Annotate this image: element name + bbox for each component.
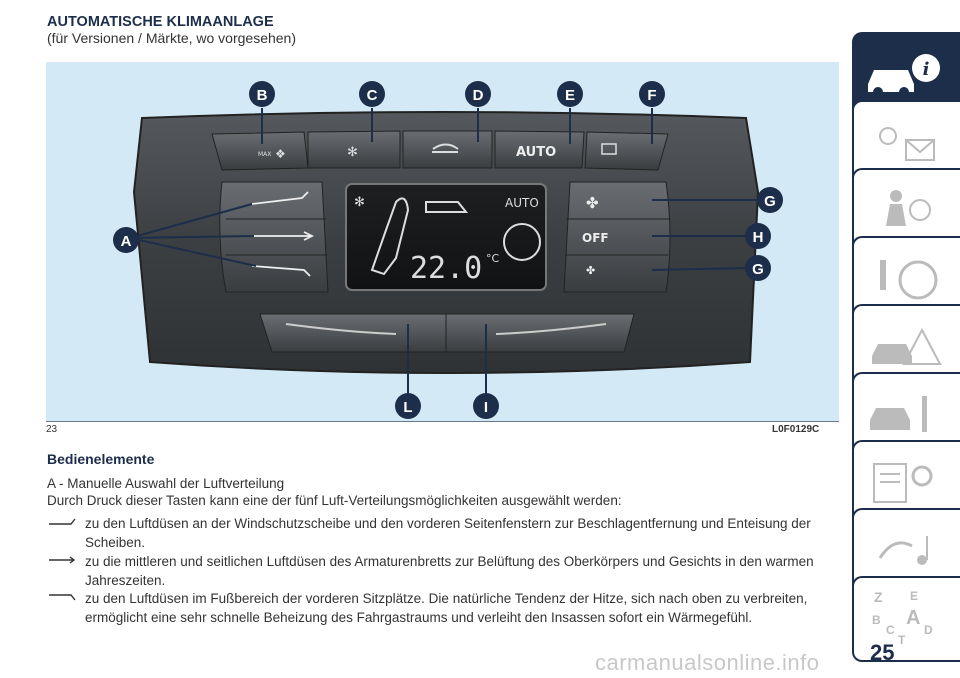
callout-i: I (484, 399, 488, 416)
max-defrost-icon: ❖ (275, 147, 286, 161)
footwell-arrow-icon (251, 265, 311, 277)
auto-button (494, 130, 585, 169)
alphabetical-index-icon: Z E B A C D T (872, 589, 933, 646)
page-number: 25 (870, 640, 895, 665)
windscreen-arrow-icon (251, 191, 309, 205)
page-title: AUTOMATISCHE KLIMAANLAGE (47, 14, 274, 30)
seat-airbag-icon (886, 190, 931, 226)
tab-index[interactable]: Z E B A C D T (852, 576, 960, 662)
max-label: MAX (258, 151, 271, 158)
display-temp-unit: °C (486, 252, 500, 265)
display-temperature: 22.0 (410, 251, 482, 286)
climate-display (345, 183, 547, 291)
watermark: carmanualsonline.info (595, 650, 820, 675)
ac-button (307, 130, 401, 169)
temperature-rocker (259, 313, 635, 353)
figure-rule (46, 421, 839, 422)
callouts: A B C D E F G H G L I (113, 81, 783, 419)
svg-text:i: i (923, 59, 930, 80)
callout-l: L (403, 399, 412, 416)
fan-buttons (563, 181, 671, 293)
dashboard-airflow-icon (49, 556, 76, 564)
climate-panel-illustration: MAX ❖ ✻ AUTO ✻ AUTO 22.0 °C ✤ OFF ✤ (113, 81, 783, 419)
recirculation-button (402, 130, 493, 169)
fan-decrease-icon: ✤ (586, 264, 595, 277)
multimedia-icon (878, 536, 928, 565)
svg-text:A: A (906, 607, 920, 629)
rear-defrost-button (584, 131, 669, 171)
auto-label: AUTO (516, 145, 556, 160)
callout-b: B (257, 87, 268, 104)
climate-panel-figure: MAX ❖ ✻ AUTO ✻ AUTO 22.0 °C ✤ OFF ✤ (46, 62, 839, 422)
chapter-tabs: i (852, 32, 960, 662)
off-label: OFF (582, 231, 609, 245)
fan-increase-icon: ✤ (586, 194, 599, 212)
svg-text:C: C (886, 623, 895, 637)
callout-g-top: G (764, 193, 776, 210)
rear-defrost-icon (601, 143, 617, 155)
recirculation-icon (432, 143, 459, 153)
callout-g-bottom: G (752, 261, 764, 278)
callout-c: C (367, 87, 378, 104)
seat-icon (370, 197, 410, 276)
callout-d: D (473, 87, 484, 104)
bullet-dashboard: zu die mittleren und seitlichen Luftdüse… (85, 554, 814, 588)
display-snowflake-icon: ✻ (354, 195, 365, 210)
car-accident-icon (872, 327, 942, 365)
paragraph-line-2: Durch Druck dieser Tasten kann eine der … (47, 493, 622, 508)
callout-e: E (565, 87, 575, 104)
bullet-footwell: zu den Luftdüsen im Fußbereich der vorde… (85, 591, 808, 625)
figure-number: 23 (46, 424, 58, 435)
bullet-windscreen: zu den Luftdüsen an der Windschutzscheib… (85, 516, 811, 550)
svg-text:Z: Z (874, 589, 883, 605)
callout-f: F (647, 87, 656, 104)
svg-text:E: E (910, 589, 918, 603)
warning-lights-icon (879, 127, 935, 161)
footwell-airflow-icon (49, 594, 76, 601)
page-subtitle: (für Versionen / Märkte, wo vorgesehen) (47, 30, 297, 46)
callout-lines (129, 108, 758, 396)
display-recirculation-icon (425, 201, 469, 213)
svg-text:T: T (898, 633, 906, 646)
callout-a: A (121, 233, 132, 250)
technical-data-icon (873, 463, 933, 503)
paragraph-line-1: A - Manuelle Auswahl der Luftverteilung (47, 476, 285, 491)
callout-h: H (753, 229, 764, 246)
section-heading: Bedienelemente (47, 451, 155, 467)
svg-text:B: B (872, 613, 881, 627)
car-tools-icon (870, 396, 927, 432)
figure-code: L0F0129C (772, 424, 820, 435)
display-auto: AUTO (505, 196, 539, 210)
svg-text:D: D (924, 623, 933, 637)
car-info-icon: i (868, 54, 940, 97)
snowflake-icon: ✻ (347, 145, 358, 160)
fan-icon (503, 223, 541, 261)
dashboard-arrow-icon (250, 231, 315, 241)
steering-wheel-icon (880, 260, 938, 300)
windscreen-airflow-icon (49, 518, 76, 525)
